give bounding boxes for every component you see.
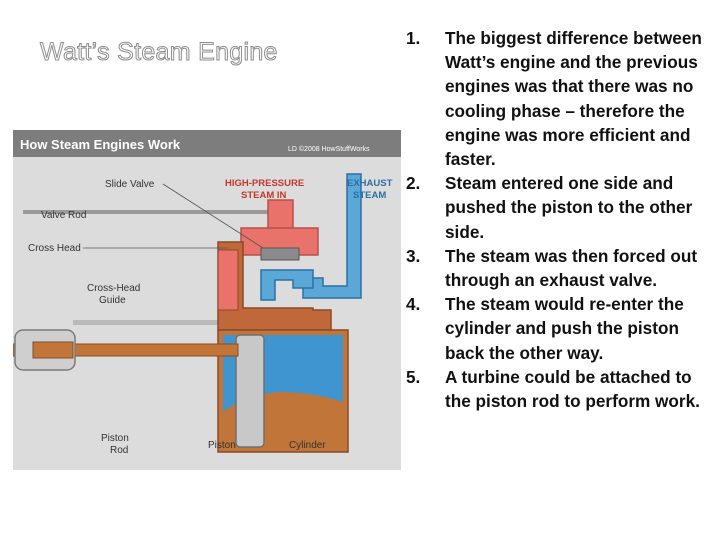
- piston-part: [235, 334, 265, 448]
- label-exhaust-2: STEAM: [353, 190, 386, 201]
- list-text: The steam was then forced out through an…: [445, 245, 698, 291]
- label-high-pressure-2: STEAM IN: [241, 190, 287, 201]
- slide-title: Watt’s Steam Engine: [40, 38, 278, 67]
- label-cylinder: Cylinder: [289, 440, 326, 451]
- list-item: 2. Steam entered one side and pushed the …: [404, 171, 716, 244]
- diagram-header: How Steam Engines Work: [20, 137, 181, 152]
- list-text: The steam would re-enter the cylinder an…: [445, 294, 684, 363]
- label-piston: Piston: [208, 440, 236, 451]
- list-item: 4. The steam would re-enter the cylinder …: [404, 292, 716, 365]
- label-exhaust-1: EXHAUST: [347, 178, 393, 189]
- steam-inlet-pipe: [267, 199, 294, 231]
- list-item: 5. A turbine could be attached to the pis…: [404, 365, 716, 413]
- label-slide-valve: Slide Valve: [105, 179, 155, 190]
- steam-port-left: [217, 249, 239, 311]
- list-text: A turbine could be attached to the pisto…: [445, 366, 700, 412]
- exhaust-port: [260, 269, 314, 301]
- label-piston-rod-1: Piston: [101, 433, 129, 444]
- list-number: 3.: [406, 245, 421, 266]
- label-piston-rod-2: Rod: [110, 445, 128, 456]
- list-number: 1.: [406, 28, 421, 48]
- list-text: The biggest difference between Watt’s en…: [445, 28, 702, 170]
- label-cross-head: Cross Head: [28, 243, 81, 254]
- list-number: 4.: [406, 294, 421, 315]
- list-number: 5.: [406, 366, 421, 387]
- label-valve-rod: Valve Rod: [41, 210, 86, 221]
- cross-head-block: [32, 341, 74, 359]
- list-text: Steam entered one side and pushed the pi…: [445, 173, 693, 242]
- numbered-list: 1. The biggest difference between Watt’s …: [404, 26, 716, 413]
- slide-valve-part: [260, 247, 300, 261]
- label-high-pressure-1: HIGH-PRESSURE: [225, 178, 304, 189]
- diagram-credit: LD ©2008 HowStuffWorks: [288, 145, 370, 153]
- steam-engine-diagram: How Steam Engines Work LD ©2008 HowStuff…: [13, 130, 401, 470]
- diagram-header-bar: [13, 130, 401, 157]
- label-cross-head-guide-1: Cross-Head: [87, 283, 140, 294]
- list-item: 1. The biggest difference between Watt’s …: [404, 26, 716, 171]
- guide-rail: [73, 320, 258, 325]
- label-cross-head-guide-2: Guide: [99, 295, 126, 306]
- list-item: 3. The steam was then forced out through …: [404, 244, 716, 292]
- valve-rod: [23, 210, 273, 214]
- list-number: 2.: [406, 173, 421, 194]
